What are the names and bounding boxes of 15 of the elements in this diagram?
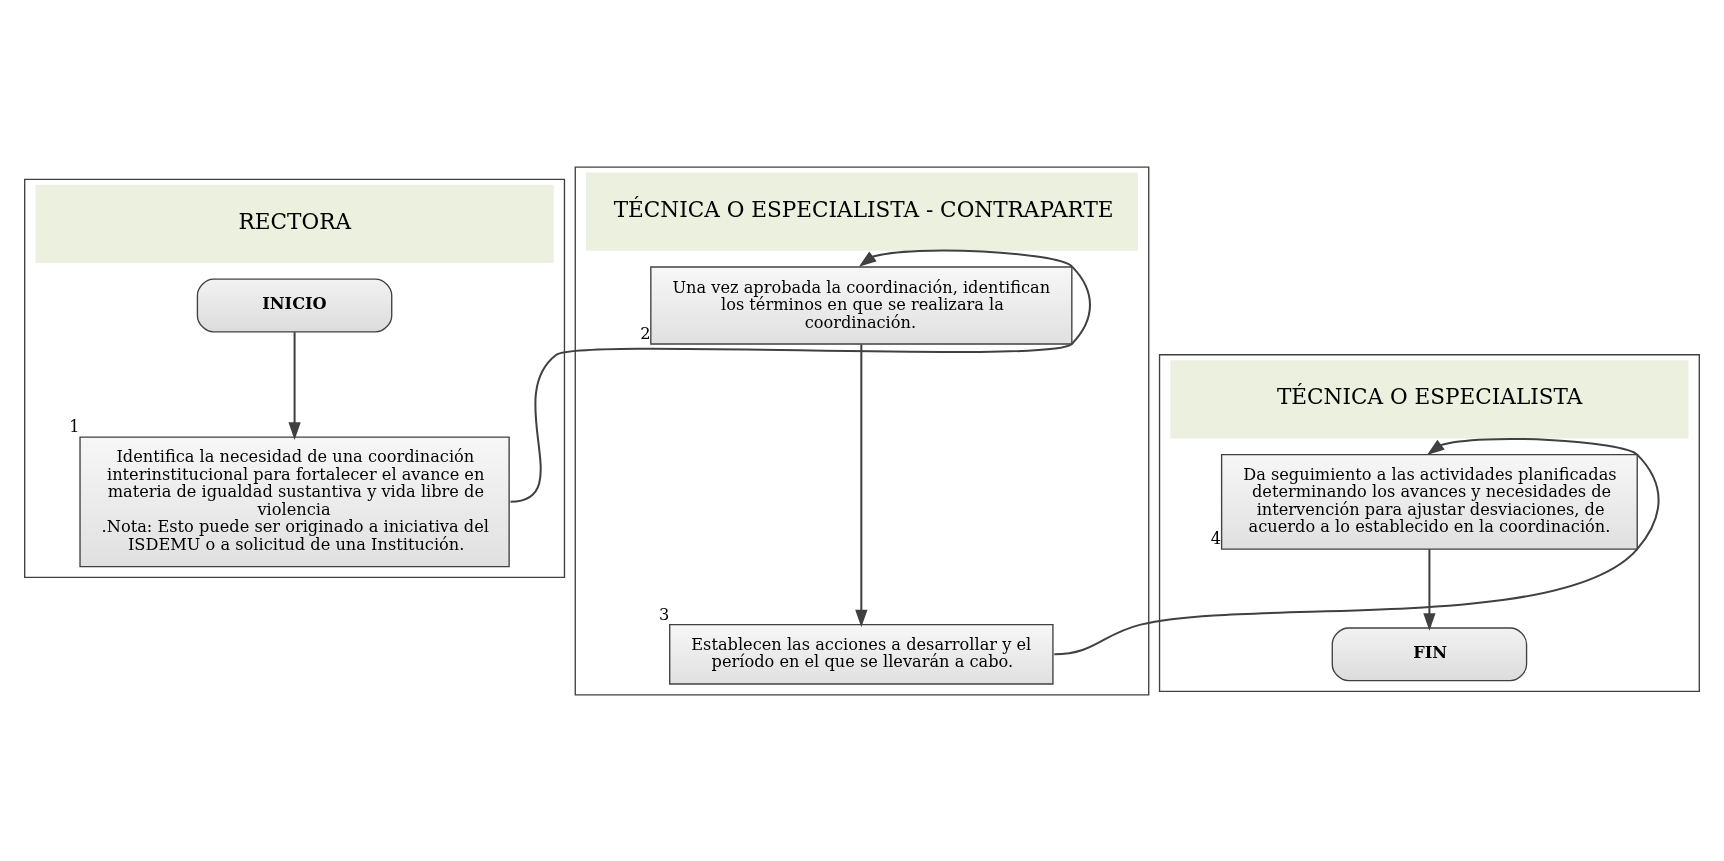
arrow xyxy=(1423,548,1436,631)
node-label: 2 xyxy=(640,323,651,343)
node-label: 3 xyxy=(658,604,670,624)
arrow xyxy=(510,249,1091,503)
node-box: Da seguimiento a las actividades planificadas determinando los avances y necesidades de intervención para ajustar desviaciones, de acuerdo a lo establecido en la coordinación. xyxy=(1220,453,1638,550)
node-box: FIN xyxy=(1331,626,1528,681)
node-box: INICIO xyxy=(196,278,393,332)
node-box: Una vez aprobada la coordinación, identifican los términos en que se realizara la coordinación. xyxy=(650,265,1073,345)
arrow xyxy=(288,331,301,440)
node-label: 1 xyxy=(69,416,80,436)
node-label: 4 xyxy=(1210,528,1222,548)
node-box: Identifica la necesidad de una coordinación interinstitucional para fortalecer el avance en materia de igualdad sustantiva y vida libre de violencia .Nota: Esto puede ser originado a iniciativa del ISDEMU o a solicitud de una Institución. xyxy=(79,435,510,567)
arrow xyxy=(855,344,868,627)
node-box: Establecen las acciones a desarrollar y el período en el que se llevarán a cabo. xyxy=(669,623,1054,685)
arrow xyxy=(1054,437,1660,655)
